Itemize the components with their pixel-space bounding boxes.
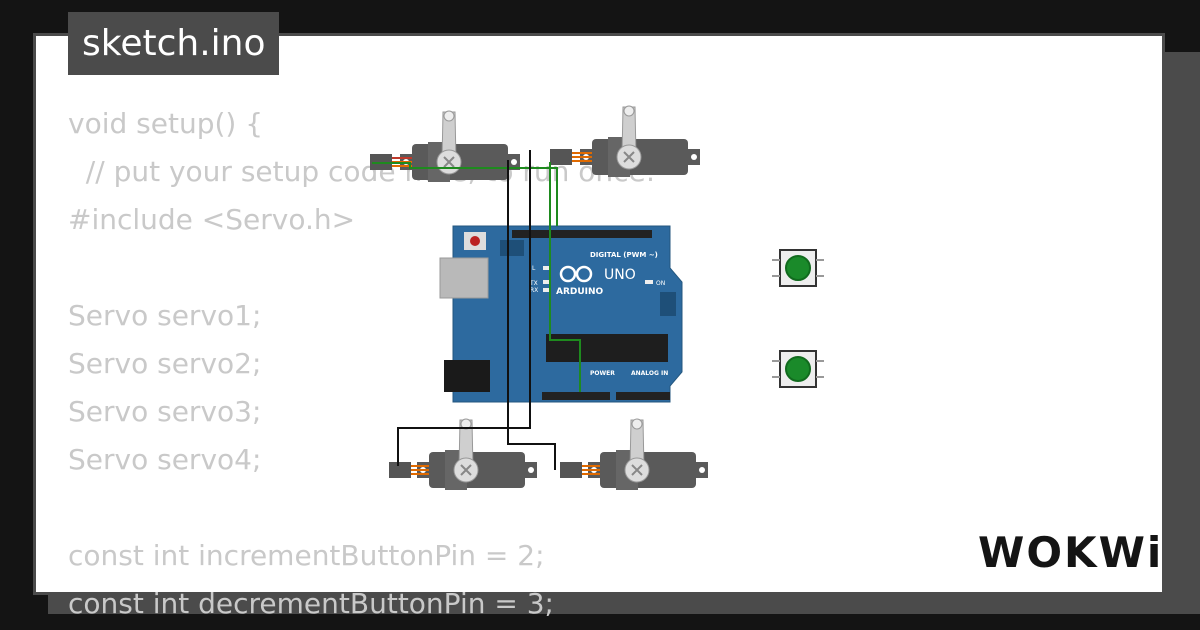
board-tx-label: TX: [529, 280, 538, 287]
pushbutton-increment[interactable]: [772, 249, 824, 287]
board-l-label: L: [532, 265, 536, 272]
code-line: #include <Servo.h>: [68, 203, 356, 236]
servo-4[interactable]: [560, 418, 708, 490]
code-line: void setup() {: [68, 107, 264, 140]
wokwi-logo: WOKWi: [978, 528, 1164, 577]
code-line: const int decrementButtonPin = 3;: [68, 587, 554, 620]
code-line: const int incrementButtonPin = 2;: [68, 539, 545, 572]
board-digital-label: DIGITAL (PWM ~): [590, 251, 658, 259]
code-line: Servo servo2;: [68, 347, 262, 380]
pushbutton-decrement[interactable]: [772, 350, 824, 388]
file-title-tab[interactable]: sketch.ino: [68, 12, 280, 75]
board-power-label: POWER: [590, 370, 615, 377]
servo-1[interactable]: [370, 110, 520, 182]
wires: [372, 150, 581, 470]
arduino-uno-board[interactable]: DIGITAL (PWM ~) UNO ARDUINO POWER ANALOG…: [439, 225, 683, 403]
board-brand-label: ARDUINO: [556, 287, 604, 297]
board-on-label: ON: [656, 280, 665, 287]
board-rx-label: RX: [530, 287, 538, 294]
board-analog-label: ANALOG IN: [631, 370, 668, 377]
arduino-logo-icon: [559, 265, 593, 283]
board-uno-label: UNO: [604, 267, 636, 283]
code-line: Servo servo3;: [68, 395, 262, 428]
servo-2[interactable]: [550, 105, 700, 177]
code-line: Servo servo1;: [68, 299, 262, 332]
servo-3[interactable]: [389, 418, 537, 490]
code-line: Servo servo4;: [68, 443, 262, 476]
